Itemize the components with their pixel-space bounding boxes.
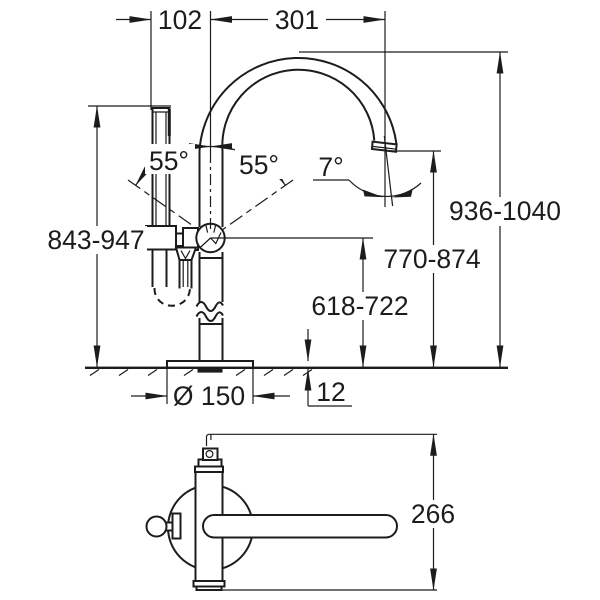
- shower-hose-dashed: [153, 287, 191, 307]
- holder-clip-plan: [205, 433, 214, 446]
- hose-outlet-cone-mark: [180, 250, 191, 260]
- dim-label-base-diameter: Ø 150: [173, 381, 245, 411]
- top-view: 266: [145, 433, 457, 591]
- tilt-arrow-left: [363, 189, 384, 198]
- spout-aerator-cap: [370, 140, 398, 153]
- tilt-arc: [348, 179, 422, 197]
- riser-pipe-lower: [198, 252, 224, 361]
- dim-label-depth: 266: [411, 499, 455, 529]
- dim-label-outlet-height: 770-874: [383, 244, 480, 274]
- hose-outlet-pipe: [178, 260, 193, 289]
- dim-label-base-thickness: 12: [316, 377, 345, 407]
- swivel-dashed-line-left: [127, 179, 200, 231]
- lever-knob: [145, 515, 168, 538]
- label-mask: [46, 226, 147, 254]
- spout-inner-curve: [221, 68, 376, 227]
- hose-connector-square: [202, 447, 219, 461]
- tilt-axis-line: [383, 135, 394, 207]
- column-bottom-cap-inner: [195, 585, 223, 591]
- spout-outer-curve: [198, 57, 398, 227]
- base-under-floor: [197, 368, 223, 373]
- tilt-arrow-right: [392, 190, 413, 198]
- label-mask: [444, 197, 566, 226]
- front-view: 102 301 55° 55° 7° 936-1040 843-947 770-…: [46, 5, 566, 411]
- label-mask: [409, 500, 457, 528]
- dim-label-reach: 301: [275, 5, 319, 35]
- hand-shower-lower-body: [151, 249, 168, 287]
- dim-label-spout-tilt: 7°: [318, 152, 343, 182]
- valve-joint-marks: [199, 224, 222, 248]
- base-flange: [166, 360, 254, 367]
- pipe-break-waves: [195, 301, 224, 322]
- label-mask: [145, 144, 195, 174]
- lever-bracket: [171, 512, 182, 540]
- dim-label-overall-height: 936-1040: [449, 196, 561, 226]
- label-mask: [268, 6, 326, 32]
- label-mask: [384, 245, 481, 273]
- hose-outlet-pipe-walls: [182, 260, 189, 287]
- dim-label-hand-shower-height: 843-947: [47, 225, 144, 255]
- label-mask: [311, 292, 411, 320]
- floor-line: [85, 366, 508, 369]
- dim-label-swivel-right: 55°: [239, 150, 279, 180]
- dim-label-valve-height: 618-722: [311, 291, 408, 321]
- dim-label-swivel-left: 55°: [149, 146, 189, 176]
- floor-hatching: [89, 369, 313, 376]
- bracket-connector: [175, 232, 184, 247]
- dim-label-offset: 102: [158, 5, 202, 35]
- hose-connector-port: [205, 450, 214, 459]
- label-mask: [235, 149, 285, 179]
- swivel-dashed-line-right: [221, 179, 294, 231]
- spout-aerator-line: [372, 145, 397, 150]
- spout-plan-capsule: [202, 514, 398, 539]
- shower-holder-bracket: [145, 225, 177, 251]
